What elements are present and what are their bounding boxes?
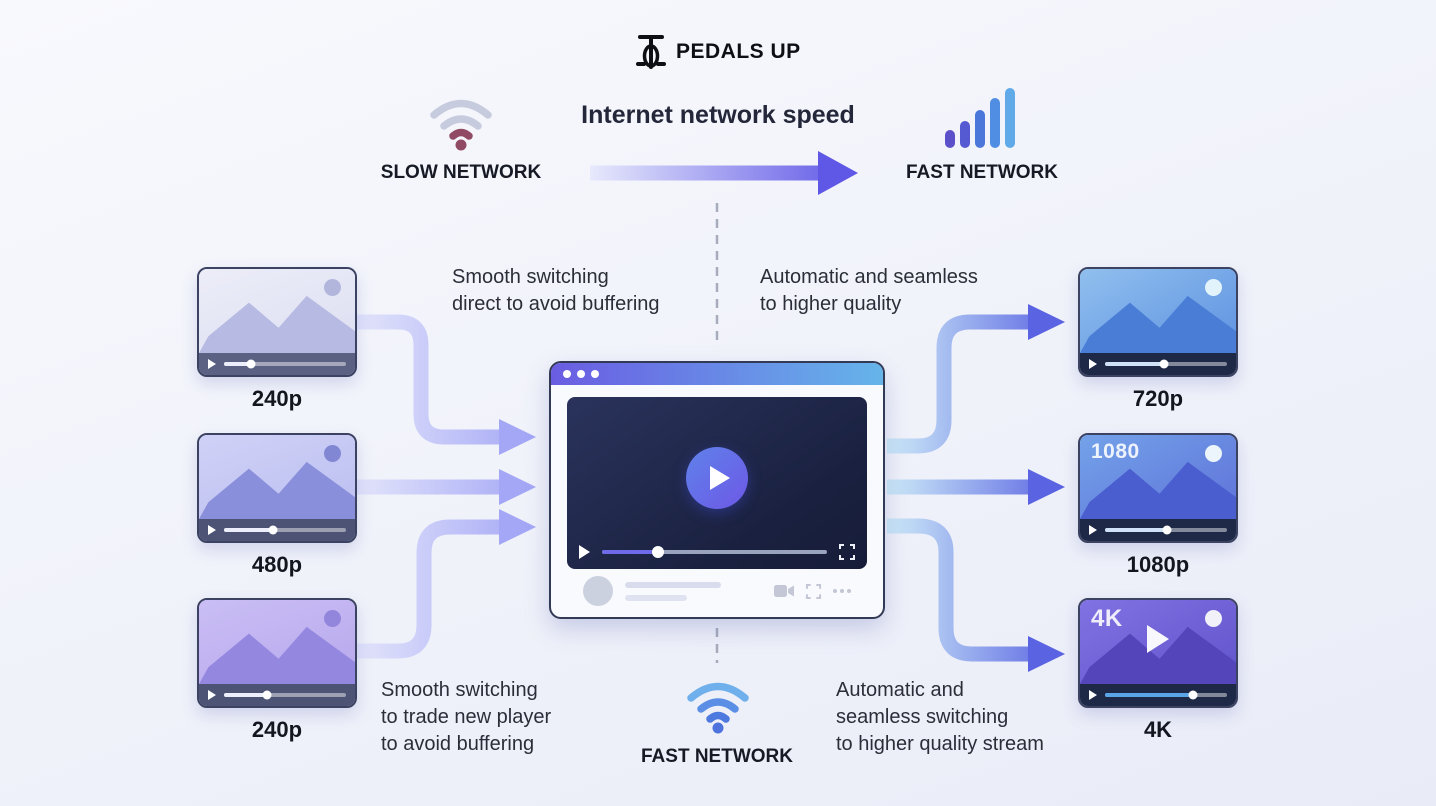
window-dot — [591, 370, 599, 378]
arrow-240p-bottom-to-player — [357, 509, 536, 659]
thumbnail-480p: 480p — [197, 433, 357, 578]
thumbnail-240p-top: 240p — [197, 267, 357, 412]
fast-network-bars-icon — [945, 88, 1015, 148]
logo-text: PEDALS UP — [676, 40, 801, 63]
subtitle-placeholder-line — [625, 594, 687, 601]
annotation-top-right: Automatic and seamless to higher quality — [760, 266, 978, 315]
window-dot — [563, 370, 571, 378]
play-icon — [579, 545, 590, 559]
title-placeholder-line — [625, 581, 721, 588]
fullscreen-icon — [839, 544, 855, 560]
sun-graphic — [1205, 445, 1222, 462]
play-icon — [1147, 624, 1169, 653]
thumbnail-4k: 4K 4K — [1078, 598, 1238, 743]
progress-knob — [652, 546, 665, 558]
arrow-player-to-4k — [887, 518, 1065, 672]
window-titlebar — [551, 363, 883, 385]
progress-bar — [1105, 359, 1227, 369]
thumbnail-1080p: 1080 1080p — [1078, 433, 1238, 578]
progress-bar — [602, 546, 827, 558]
video-player-window — [549, 361, 885, 619]
thumbnail-label: 240p — [251, 386, 303, 411]
expand-icon — [805, 583, 822, 599]
thumbnail-label: 720p — [1132, 386, 1184, 411]
play-icon — [1089, 525, 1097, 535]
thumbnail-720p: 720p — [1078, 267, 1238, 412]
logo: PEDALS UP — [636, 34, 801, 70]
thumbnail-label: 1080p — [1126, 552, 1190, 577]
play-button — [686, 446, 748, 509]
sun-graphic — [1205, 279, 1222, 296]
bottom-fast-network-label: FAST NETWORK — [641, 746, 793, 767]
slow-network-label: SLOW NETWORK — [380, 162, 542, 183]
avatar — [583, 576, 613, 606]
sun-graphic — [324, 610, 341, 627]
play-icon — [710, 465, 730, 490]
progress-bar — [224, 525, 346, 535]
play-icon — [208, 359, 216, 369]
slow-network-wifi-icon — [430, 99, 492, 151]
play-icon — [208, 690, 216, 700]
sun-graphic — [324, 279, 341, 296]
progress-bar — [1105, 525, 1227, 535]
thumbnail-label: 240p — [251, 717, 303, 742]
annotation-top-left: Smooth switching direct to avoid bufferi… — [452, 266, 660, 315]
camera-icon — [774, 585, 794, 597]
progress-bar — [224, 359, 346, 369]
pedals-up-logo-icon — [636, 35, 666, 69]
thumbnail-label: 4K — [1143, 717, 1173, 742]
fast-network-wifi-icon — [687, 682, 749, 734]
video-area — [567, 397, 867, 569]
thumbnail-240p-bottom: 240p — [197, 598, 357, 743]
arrow-240p-to-player — [357, 314, 536, 455]
window-dot — [577, 370, 585, 378]
more-options-icon — [833, 589, 851, 593]
progress-bar — [224, 690, 346, 700]
play-icon — [1089, 690, 1097, 700]
progress-bar — [1105, 690, 1227, 700]
resolution-overlay: 1080 — [1091, 440, 1140, 463]
annotation-bottom-right: Automatic and seamless switching to high… — [836, 679, 1044, 755]
sun-graphic — [324, 445, 341, 462]
sun-graphic — [1205, 610, 1222, 627]
play-icon — [208, 525, 216, 535]
speed-title: Internet network speed — [581, 101, 855, 129]
arrow-480p-to-player — [357, 469, 536, 505]
speed-arrow — [590, 151, 858, 195]
play-icon — [1089, 359, 1097, 369]
arrow-player-to-1080p — [887, 469, 1065, 505]
annotation-bottom-left: Smooth switching to trade new player to … — [381, 679, 552, 755]
fast-network-label: FAST NETWORK — [906, 162, 1058, 183]
resolution-overlay: 4K — [1091, 605, 1123, 632]
thumbnail-label: 480p — [251, 552, 303, 577]
arrow-player-to-720p — [887, 304, 1065, 454]
